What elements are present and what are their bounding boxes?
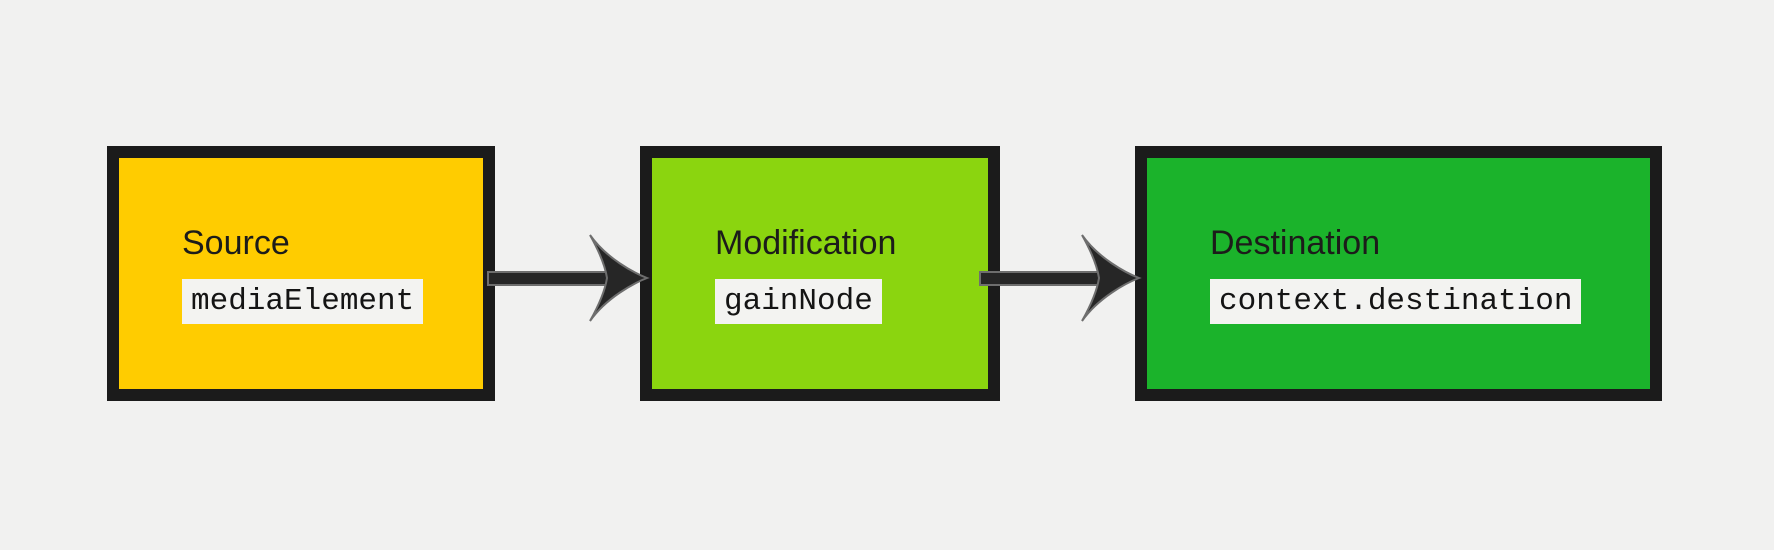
- node-source-label: Source: [182, 224, 290, 262]
- node-destination-code-chip: context.destination: [1210, 279, 1582, 324]
- node-source: Source mediaElement: [107, 146, 495, 401]
- node-modification: Modification gainNode: [640, 146, 1000, 401]
- node-modification-code-chip: gainNode: [715, 279, 882, 324]
- flow-arrow-icon: [979, 234, 1142, 322]
- node-modification-label: Modification: [715, 224, 897, 262]
- flow-arrow-icon: [487, 234, 650, 322]
- arrow-shaft: [487, 271, 613, 286]
- node-destination-label: Destination: [1210, 224, 1381, 262]
- arrow-head: [1081, 234, 1142, 322]
- arrow-shaft: [979, 271, 1105, 286]
- node-destination: Destination context.destination: [1135, 146, 1662, 401]
- node-source-code-chip: mediaElement: [182, 279, 424, 324]
- arrow-head: [589, 234, 650, 322]
